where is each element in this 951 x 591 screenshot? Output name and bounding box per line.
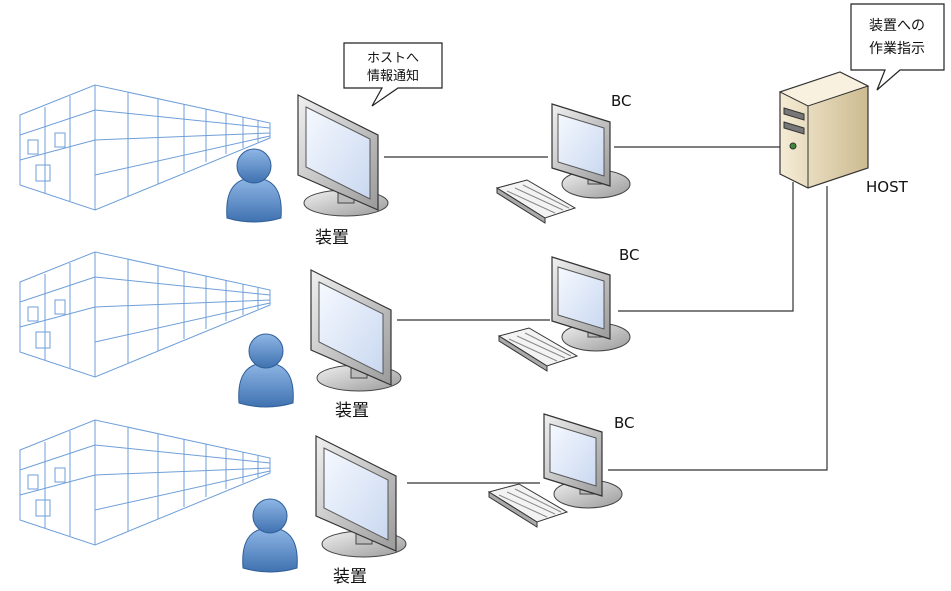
- building-icon: [19, 419, 271, 546]
- callout-line-1: ホストへ: [367, 51, 419, 66]
- user-icon: [238, 333, 294, 408]
- row-1: 装置 BC: [19, 84, 632, 248]
- host-server-icon: [778, 71, 870, 189]
- device-monitor-icon: [310, 269, 402, 392]
- connection-lines: [384, 146, 828, 484]
- row-2: 装置 BC: [19, 246, 640, 421]
- callout-line-2: 情報通知: [367, 68, 419, 84]
- device-label: 装置: [315, 228, 349, 248]
- callout-device-to-host: ホストへ 情報通知: [343, 42, 443, 107]
- bc-label: BC: [614, 414, 635, 432]
- bc-label: BC: [619, 246, 640, 264]
- host-label: HOST: [866, 178, 909, 196]
- callout-line-2: 作業指示: [869, 41, 925, 57]
- row-3: 装置 BC: [19, 413, 635, 587]
- bc-label: BC: [611, 92, 632, 110]
- building-icon: [19, 251, 271, 378]
- device-monitor-icon: [315, 435, 407, 558]
- bc-monitor-icon: [551, 256, 631, 352]
- user-icon: [226, 148, 282, 223]
- link-bc2-host: [618, 182, 794, 312]
- device-label: 装置: [335, 401, 369, 421]
- device-monitor-icon: [297, 94, 389, 217]
- link-bc3-host: [608, 186, 828, 471]
- device-label: 装置: [333, 567, 367, 587]
- callout-host-to-device: 装置への 作業指示: [850, 3, 945, 91]
- callout-line-1: 装置への: [869, 18, 925, 34]
- bc-monitor-icon: [551, 103, 631, 199]
- user-icon: [242, 498, 298, 573]
- bc-monitor-icon: [543, 413, 623, 509]
